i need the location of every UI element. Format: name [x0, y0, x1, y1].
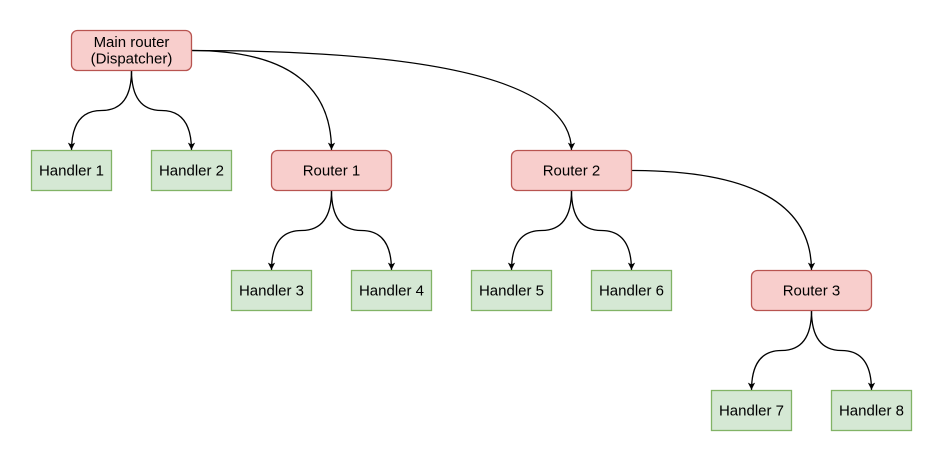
svg-text:Handler 6: Handler 6 — [599, 283, 664, 300]
svg-text:Handler 5: Handler 5 — [479, 283, 544, 300]
svg-text:Handler 7: Handler 7 — [719, 403, 784, 420]
svg-text:(Dispatcher): (Dispatcher) — [91, 50, 173, 67]
svg-text:Handler 8: Handler 8 — [839, 403, 904, 420]
svg-text:Handler 4: Handler 4 — [359, 283, 424, 300]
svg-text:Handler 2: Handler 2 — [159, 163, 224, 180]
svg-text:Handler 1: Handler 1 — [39, 163, 104, 180]
svg-text:Router 3: Router 3 — [783, 283, 841, 300]
svg-text:Main router: Main router — [94, 34, 170, 51]
svg-text:Handler 3: Handler 3 — [239, 283, 304, 300]
svg-text:Router 2: Router 2 — [543, 163, 601, 180]
svg-text:Router 1: Router 1 — [303, 163, 361, 180]
